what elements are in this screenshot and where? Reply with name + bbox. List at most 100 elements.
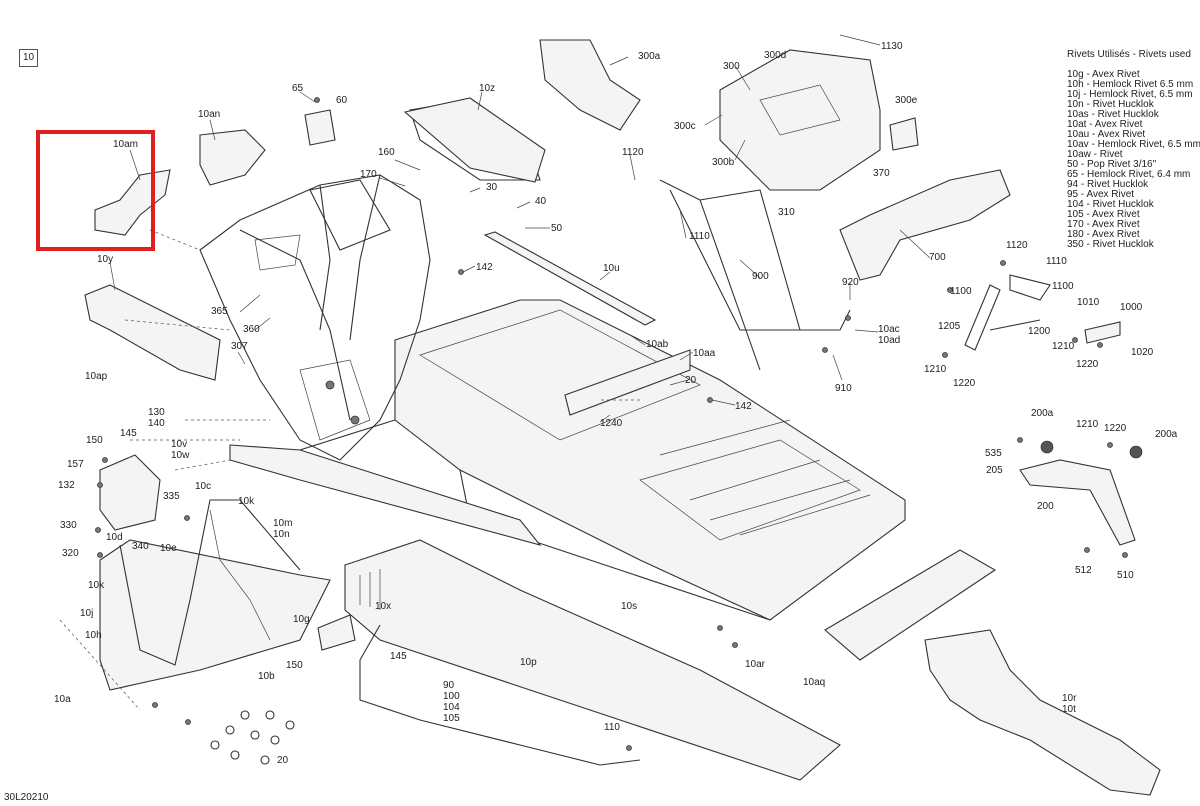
callout-10t-text: 10t xyxy=(1062,704,1076,715)
callout-10aa: 10aa xyxy=(693,348,716,359)
callout-10g: 10g xyxy=(293,614,310,625)
legend-item: 10h - Hemlock Rivet 6.5 mm xyxy=(1067,79,1194,90)
callout-10u: 10u xyxy=(603,263,620,274)
part-900 xyxy=(669,189,851,331)
callout-300: 300 xyxy=(723,61,740,72)
legend-item: 10g - Avex Rivet xyxy=(1067,69,1140,80)
legend-item: 65 - Hemlock Rivet, 6.4 mm xyxy=(1067,169,1191,180)
callout-20-top: 20 xyxy=(685,375,697,386)
callout-200a-left: 200a xyxy=(1031,408,1054,419)
part-60 xyxy=(304,109,336,146)
part-10u xyxy=(483,231,657,326)
part-10x xyxy=(317,614,356,651)
callout-1020: 1020 xyxy=(1131,347,1154,358)
callout-510: 510 xyxy=(1117,570,1134,581)
callout-205: 205 xyxy=(986,465,1003,476)
callout-10an: 10an xyxy=(198,109,221,120)
callout-900: 900 xyxy=(752,271,769,282)
callout-150-left: 150 xyxy=(86,435,103,446)
part-300a xyxy=(539,39,641,131)
callout-300d: 300d xyxy=(764,50,787,61)
callout-1200: 1200 xyxy=(1028,326,1051,337)
callout-1000: 1000 xyxy=(1120,302,1143,313)
callout-1210-a: 1210 xyxy=(1052,341,1075,352)
callout-10y: 10y xyxy=(97,254,114,265)
callout-1210-b: 1210 xyxy=(924,364,947,375)
callout-535: 535 xyxy=(985,448,1002,459)
callout-300b: 300b xyxy=(712,157,735,168)
callout-10a: 10a xyxy=(54,694,71,705)
callout-10j: 10j xyxy=(80,608,94,619)
callout-40: 40 xyxy=(535,196,547,207)
callout-60: 60 xyxy=(336,95,348,106)
fasteners xyxy=(95,97,1128,751)
part-130 xyxy=(99,454,161,531)
callout-10aq: 10aq xyxy=(803,677,826,688)
part-700 xyxy=(839,169,1011,281)
callout-10v-text: 10v xyxy=(171,439,188,450)
legend-item: 10aw - Rivet xyxy=(1067,149,1123,160)
leader-lines xyxy=(59,229,640,711)
callout-10r-text: 10r xyxy=(1062,693,1077,704)
callout-10k-top: 10k xyxy=(238,496,255,507)
callout-300e: 300e xyxy=(895,95,918,106)
callout-1120-top: 1120 xyxy=(622,147,644,158)
legend-item: 105 - Avex Rivet xyxy=(1067,209,1140,220)
callout-10b: 10b xyxy=(258,671,275,682)
callout-105-text: 105 xyxy=(443,713,460,724)
callout-10s: 10s xyxy=(621,601,638,612)
callout-10ar: 10ar xyxy=(745,659,766,670)
callout-30: 30 xyxy=(486,182,498,193)
legend-item: 10n - Rivet Hucklok xyxy=(1067,99,1154,110)
part-110 xyxy=(359,624,641,766)
legend-item: 10av - Hemlock Rivet, 6.5 mm xyxy=(1067,139,1200,150)
callout-310: 310 xyxy=(778,207,795,218)
callout-200: 200 xyxy=(1037,501,1054,512)
callout-365: 365 xyxy=(211,306,228,317)
washers-20 xyxy=(210,710,295,765)
legend-item: 10at - Avex Rivet xyxy=(1067,119,1143,130)
callout-335: 335 xyxy=(163,491,180,502)
callout-512: 512 xyxy=(1075,565,1092,576)
callout-65: 65 xyxy=(292,83,304,94)
callout-300c: 300c xyxy=(674,121,696,132)
figure-number: 10 xyxy=(19,49,38,67)
part-200 xyxy=(1019,459,1136,546)
callout-1205: 1205 xyxy=(938,321,961,332)
legend-item: 95 - Avex Rivet xyxy=(1067,189,1135,200)
callout-140-text: 140 xyxy=(148,418,165,429)
legend-item: 50 - Pop Rivet 3/16" xyxy=(1067,159,1157,170)
callout-10x: 10x xyxy=(375,601,392,612)
part-300 xyxy=(719,49,881,191)
callout-1240: 1240 xyxy=(600,418,623,429)
callout-200a-right: 200a xyxy=(1155,429,1178,440)
callout-330: 330 xyxy=(60,520,77,531)
callout-10k-left: 10k xyxy=(88,580,105,591)
callout-1210-c: 1210 xyxy=(1076,419,1099,430)
callout-leaders xyxy=(109,34,931,423)
legend-title: Rivets Utilisés - Rivets used xyxy=(1067,49,1191,60)
callout-1100-b: 1100 xyxy=(1052,281,1074,292)
part-10y xyxy=(84,284,221,381)
callout-1110: 1110 xyxy=(689,231,710,242)
legend-item: 10au - Avex Rivet xyxy=(1067,129,1146,140)
legend-item: 170 - Avex Rivet xyxy=(1067,219,1140,230)
callout-142-top: 142 xyxy=(476,262,493,273)
callout-50: 50 xyxy=(551,223,563,234)
callout-157: 157 xyxy=(67,459,84,470)
part-10r xyxy=(924,629,1161,796)
front-frame xyxy=(199,174,431,461)
part-10p xyxy=(344,539,841,781)
legend-item: 180 - Avex Rivet xyxy=(1067,229,1140,240)
part-10aa xyxy=(564,349,691,416)
callout-300a: 300a xyxy=(638,51,661,62)
callout-1110-right: 1110 xyxy=(1046,256,1067,267)
callout-10n-text: 10n xyxy=(273,529,290,540)
callout-10h: 10h xyxy=(85,630,102,641)
callout-170: 170 xyxy=(360,169,377,180)
